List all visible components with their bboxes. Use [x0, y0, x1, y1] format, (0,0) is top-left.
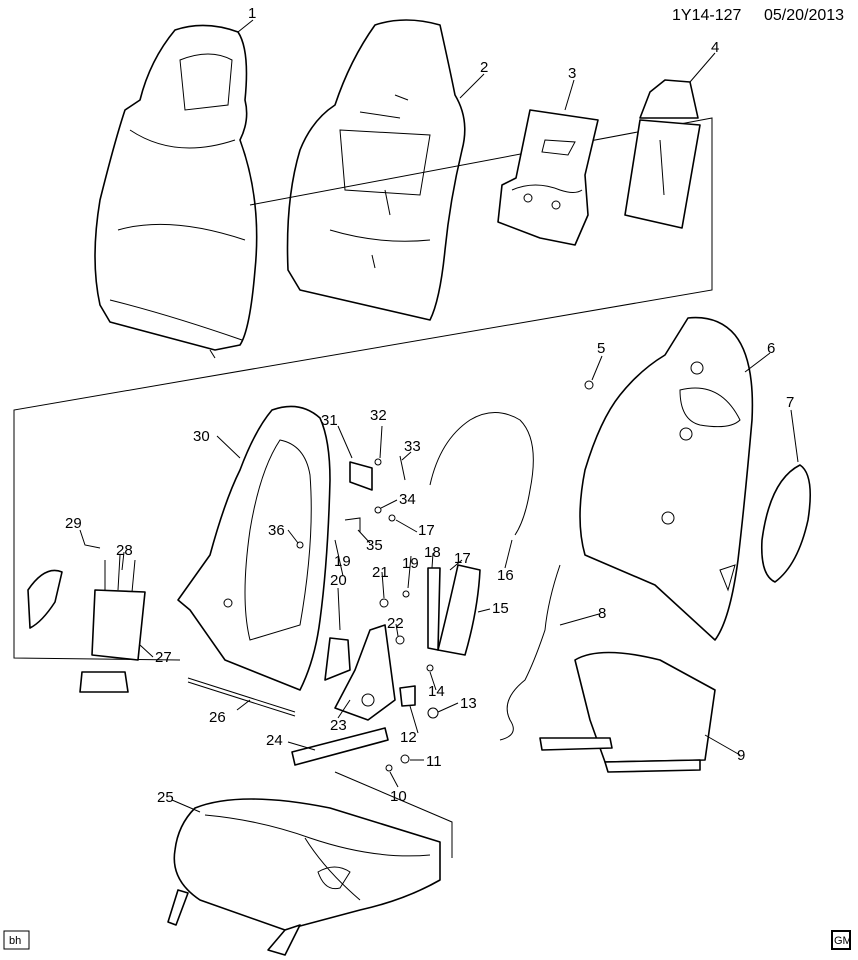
part-11-bolt — [400, 754, 410, 764]
callout-11: 11 — [426, 753, 442, 770]
callout-31: 31 — [321, 412, 338, 429]
part-26-rod — [187, 677, 296, 713]
part-6-seat-back-shell — [579, 316, 754, 641]
part-32-nut — [374, 458, 382, 466]
callout-14: 14 — [428, 683, 445, 700]
callout-35: 35 — [366, 537, 383, 554]
leader-lines — [79, 19, 799, 813]
callout-16: 16 — [497, 567, 514, 584]
callout-27: 27 — [155, 649, 172, 666]
part-33-clip — [399, 455, 406, 481]
part-8-harness — [499, 564, 561, 741]
callout-17-lower: 17 — [454, 550, 471, 567]
part-4-lumbar-bracket — [624, 79, 701, 229]
callout-32: 32 — [370, 407, 387, 424]
callout-6: 6 — [767, 340, 775, 357]
part-29-motor — [27, 569, 63, 629]
callout-15: 15 — [492, 600, 509, 617]
gm-logo: GM — [831, 930, 852, 950]
callout-30: 30 — [193, 428, 210, 445]
part-25-seat-cushion — [167, 798, 441, 956]
callout-13: 13 — [460, 695, 477, 712]
part-20-motor — [324, 637, 351, 681]
part-17-nut-top — [388, 514, 396, 522]
callout-22: 22 — [387, 615, 404, 632]
callout-9: 9 — [737, 747, 745, 764]
part-7-side-panel — [760, 464, 811, 583]
diagram-code: 1Y14-127 — [672, 7, 741, 24]
callout-20: 20 — [330, 572, 347, 589]
part-16-cable — [429, 412, 534, 536]
callout-10: 10 — [390, 788, 407, 805]
callout-36: 36 — [268, 522, 285, 539]
callout-25: 25 — [157, 789, 174, 806]
part-31-bracket — [349, 461, 373, 491]
part-10-bolt — [385, 764, 393, 772]
callout-19-left: 19 — [334, 553, 351, 570]
part-12-bracket — [399, 685, 416, 707]
part-27-lumbar-module — [79, 554, 146, 693]
callout-5: 5 — [597, 340, 605, 357]
part-18-bracket — [427, 567, 441, 651]
callout-34: 34 — [399, 491, 416, 508]
callout-24: 24 — [266, 732, 283, 749]
part-21-nut — [379, 598, 389, 608]
gm-logo-text: GM — [834, 935, 852, 947]
callout-17-upper: 17 — [418, 522, 435, 539]
part-24-seat-track — [291, 727, 389, 766]
callout-numbers: 1 2 3 4 5 6 7 8 9 10 11 12 13 14 15 16 1… — [65, 5, 794, 806]
callout-19-right: 19 — [402, 555, 419, 572]
callout-1: 1 — [248, 5, 256, 22]
part-3-lumbar-plate — [497, 109, 599, 246]
callout-28: 28 — [116, 542, 133, 559]
initials-text: bh — [9, 935, 21, 947]
part-36-bolt — [296, 541, 304, 549]
part-13-knob — [427, 707, 439, 719]
part-30-seat-back-frame — [177, 405, 331, 691]
callout-3: 3 — [568, 65, 576, 82]
part-35-bracket — [344, 517, 361, 532]
callout-21: 21 — [372, 564, 389, 581]
part-23-recliner — [334, 624, 396, 721]
part-2-seat-back-pad — [286, 19, 466, 321]
callout-33: 33 — [404, 438, 421, 455]
part-5-clip — [584, 380, 594, 390]
part-34-nut — [374, 506, 382, 514]
initials-box — [3, 930, 30, 950]
callout-29: 29 — [65, 515, 82, 532]
part-15-airbag — [437, 564, 481, 656]
part-14-bolt — [426, 664, 434, 672]
part-9-cushion-pan — [539, 651, 716, 773]
part-22-bolt — [395, 635, 405, 645]
callout-26: 26 — [209, 709, 226, 726]
diagram-date: 05/20/2013 — [764, 7, 844, 24]
part-1-seat-back-cover — [94, 24, 258, 359]
callout-12: 12 — [400, 729, 417, 746]
callout-4: 4 — [711, 39, 719, 56]
callout-7: 7 — [786, 394, 794, 411]
callout-18: 18 — [424, 544, 441, 561]
part-19-nut — [402, 590, 410, 598]
callout-8: 8 — [598, 605, 606, 622]
callout-23: 23 — [330, 717, 347, 734]
callout-2: 2 — [480, 59, 488, 76]
